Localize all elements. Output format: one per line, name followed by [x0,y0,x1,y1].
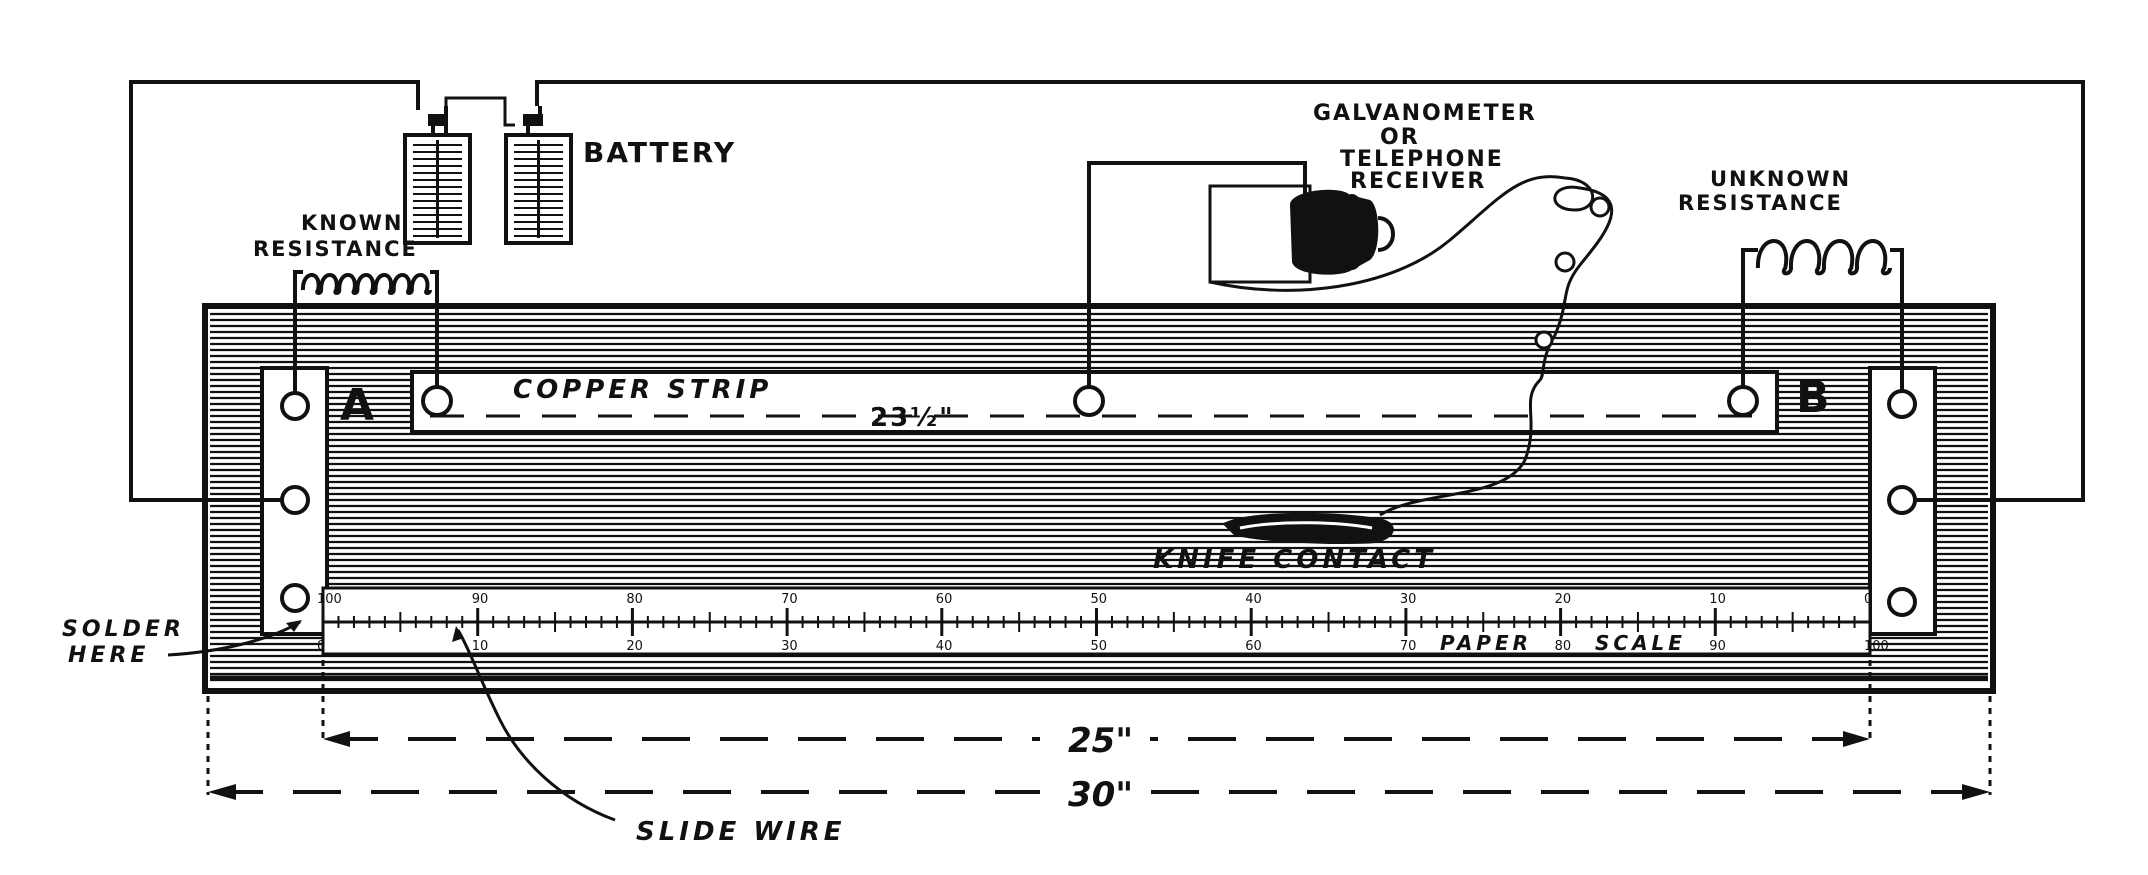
circuit-wires [129,80,2085,502]
unknown-resistance-label-1: UNKNOWN [1710,167,1851,191]
known-resistance-coil [300,273,432,295]
right-binding-post-middle [1887,485,1917,515]
galvanometer-label-3: TELEPHONE [1340,147,1504,172]
battery: BATTERY [403,96,736,245]
strip-post-center [1073,385,1105,417]
left-binding-post-top [280,391,310,421]
scale-top-number: 60 [936,592,953,607]
scale-top-number: 80 [626,592,643,607]
copper-strip: COPPER STRIP 23½" [410,370,1779,434]
scale-top-number: 10 [1709,592,1726,607]
right-terminal-block [1868,366,1937,636]
known-resistance-label-2: RESISTANCE [253,237,418,261]
scale-top-number: 90 [472,592,489,607]
scale-bottom-number: 50 [1091,639,1108,654]
scale-bottom-number: 0 [317,639,325,654]
strip-post-right [1727,385,1759,417]
battery-cell-hatching [413,140,563,238]
unknown-resistance-label-2: RESISTANCE [1678,191,1843,215]
wire-battery-to-left-terminal [129,80,420,502]
galvanometer-label-1: GALVANOMETER [1313,101,1537,126]
terminal-b-label: B [1796,372,1830,423]
scale-top-number: 100 [317,592,342,607]
scale-bottom-number: 90 [1709,639,1726,654]
scale-bottom-number: 100 [1864,639,1889,654]
wire-battery-to-right-terminal [535,80,2085,502]
left-binding-post-middle [280,485,310,515]
dimension-inner-label: 25" [1068,721,1133,761]
battery-label: BATTERY [583,136,736,169]
known-resistance: KNOWN RESISTANCE [253,211,439,393]
scale-bottom-number: 30 [781,639,798,654]
terminal-a-label: A [340,380,374,431]
knife-contact: KNIFE CONTACT [1153,512,1436,575]
unknown-resistance-coil [1755,239,1892,276]
solder-label-2: HERE [68,643,149,668]
left-binding-post-bottom [280,583,310,613]
scale-bottom-number: 60 [1245,639,1262,654]
paper-scale-label-2: SCALE [1595,631,1686,655]
scale-top-number: 20 [1555,592,1572,607]
scale-top-number: 30 [1400,592,1417,607]
solder-label-1: SOLDER [62,617,185,642]
strip-post-left [421,385,453,417]
known-resistance-label-1: KNOWN [301,211,403,235]
flexible-lead-wire [1379,176,1614,517]
slide-wire-note: SLIDE WIRE [452,626,846,847]
dimension-outer-label: 30" [1068,775,1133,815]
scale-bottom-number: 40 [936,639,953,654]
wire-strip-to-galvanometer [1087,161,1307,387]
scale-top-number: 70 [781,592,798,607]
galvanometer-telephone-receiver: GALVANOMETER OR TELEPHONE RECEIVER [1208,101,1566,292]
scale-bottom-number: 80 [1555,639,1572,654]
scale-top-number: 40 [1245,592,1262,607]
scale-bottom-number: 70 [1400,639,1417,654]
unknown-resistance: UNKNOWN RESISTANCE [1678,167,1904,390]
solder-here-note: SOLDER HERE [62,617,302,668]
paper-scale-label-1: PAPER [1440,631,1532,655]
knife-contact-label: KNIFE CONTACT [1153,545,1436,575]
galvanometer-label-4: RECEIVER [1350,169,1486,194]
strip-length-label: 23½" [870,403,955,433]
scale-bottom-number: 20 [626,639,643,654]
scale-bottom-number: 10 [472,639,489,654]
right-binding-post-top [1887,389,1917,419]
scale-top-number: 50 [1091,592,1108,607]
slide-wire-label: SLIDE WIRE [636,817,846,847]
galvanometer-label-2: OR [1380,125,1420,150]
scale-top-number: 0 [1864,592,1872,607]
right-binding-post-bottom [1887,587,1917,617]
copper-strip-label: COPPER STRIP [513,375,772,405]
